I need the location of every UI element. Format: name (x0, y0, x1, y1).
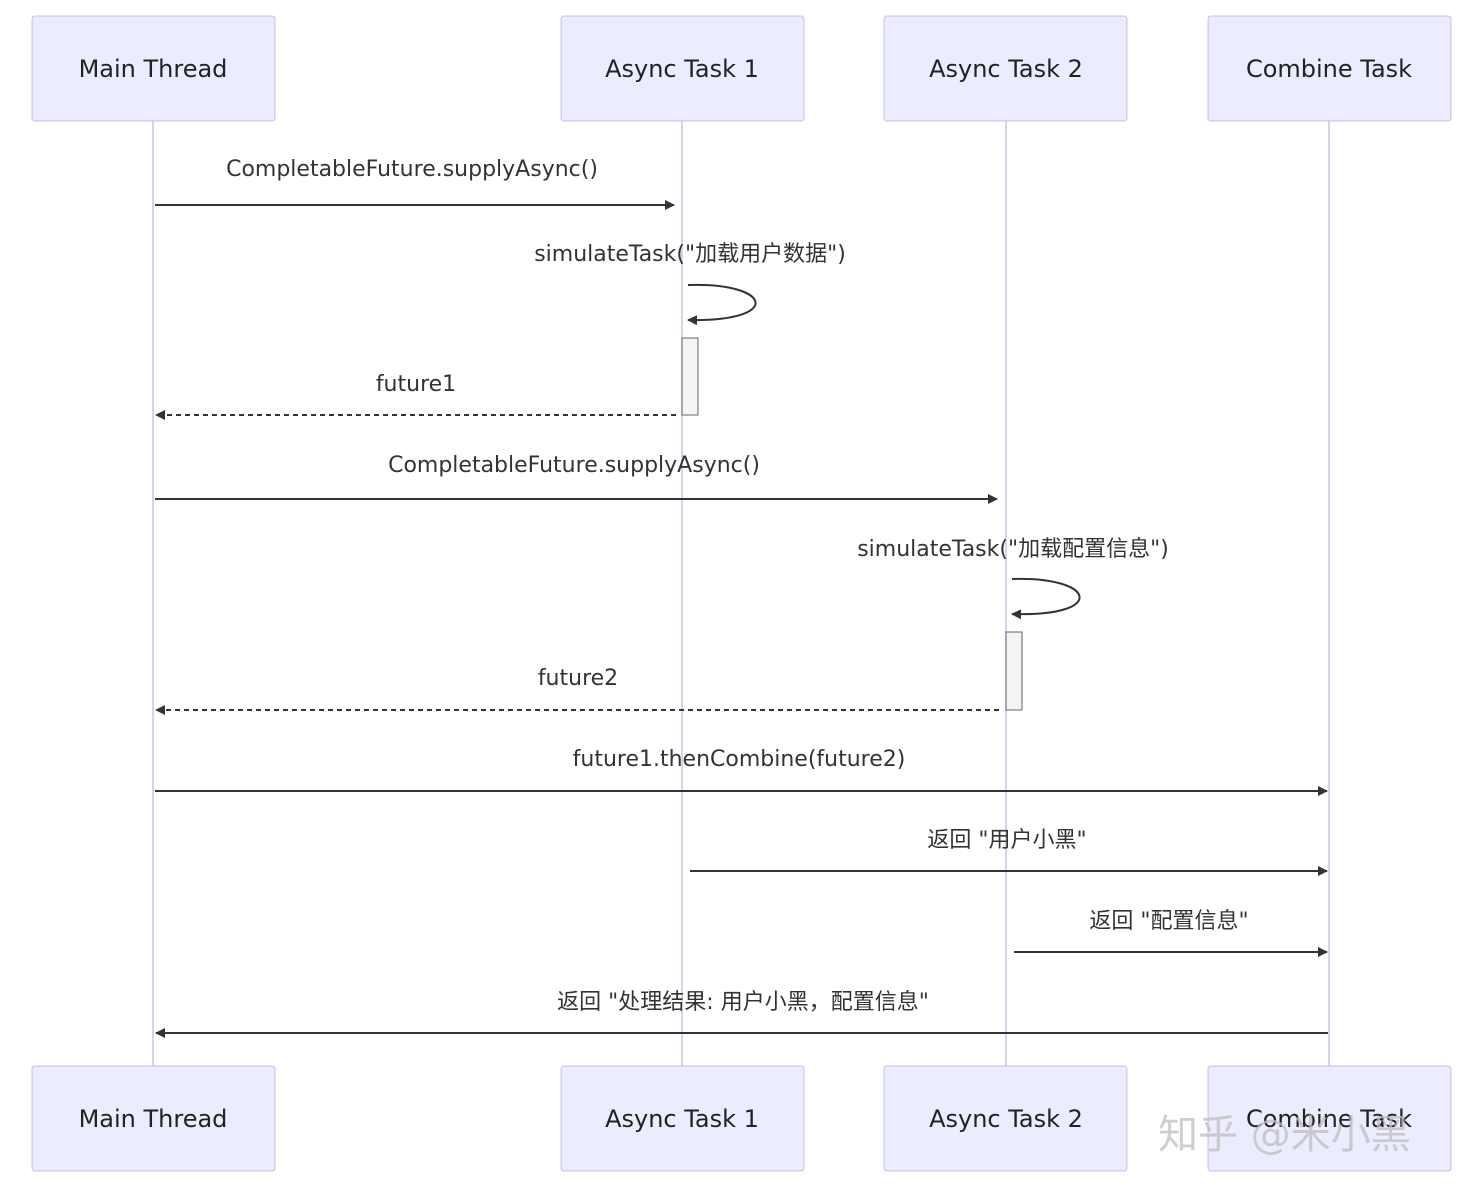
actor-label: Async Task 2 (929, 55, 1083, 83)
message-label: simulateTask("加载用户数据") (534, 242, 846, 267)
actor-main-thread-bottom: Main Thread (31, 1065, 276, 1172)
actor-combine-task-bottom: Combine Task (1207, 1065, 1452, 1172)
actor-label: Async Task 2 (929, 1105, 1083, 1133)
actor-async-task-1-top: Async Task 1 (560, 15, 805, 122)
message-label: CompletableFuture.supplyAsync() (388, 453, 760, 478)
actor-main-thread-top: Main Thread (31, 15, 276, 122)
message-label: future1.thenCombine(future2) (573, 747, 906, 772)
actor-async-task-2-bottom: Async Task 2 (883, 1065, 1128, 1172)
activation-async-task-2 (1005, 631, 1023, 711)
message-label: 返回 "配置信息" (1089, 909, 1248, 934)
actor-async-task-2-top: Async Task 2 (883, 15, 1128, 122)
actor-label: Main Thread (79, 1105, 228, 1133)
message-label: future1 (376, 372, 456, 397)
actor-label: Main Thread (79, 55, 228, 83)
actor-label: Async Task 1 (605, 1105, 759, 1133)
self-message-arrow (687, 283, 757, 326)
message-label: simulateTask("加载配置信息") (857, 537, 1169, 562)
actor-async-task-1-bottom: Async Task 1 (560, 1065, 805, 1172)
message-label: CompletableFuture.supplyAsync() (226, 157, 598, 182)
actor-label: Async Task 1 (605, 55, 759, 83)
actor-label: Combine Task (1246, 55, 1412, 83)
watermark: 知乎 @米小黑 (1158, 1112, 1411, 1158)
actor-label: Combine Task (1246, 1105, 1412, 1133)
self-message-arrow (1011, 577, 1081, 620)
message-label: 返回 "用户小黑" (927, 828, 1086, 853)
message-label: future2 (538, 666, 618, 691)
actor-combine-task-top: Combine Task (1207, 15, 1452, 122)
activation-async-task-1 (681, 337, 699, 416)
message-label: 返回 "处理结果: 用户小黑，配置信息" (557, 990, 929, 1015)
